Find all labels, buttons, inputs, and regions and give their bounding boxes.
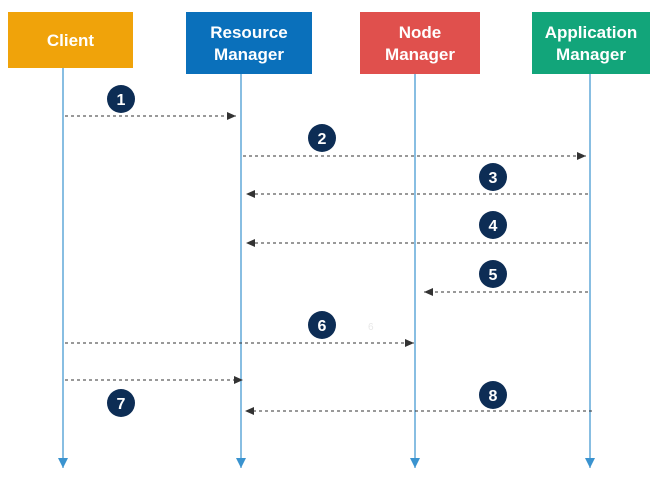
message-3: 3 [246, 163, 588, 198]
step-badge [479, 163, 507, 191]
step-number: 3 [489, 170, 498, 187]
actor-client: Client [8, 12, 133, 68]
actor-box [532, 12, 650, 74]
step-number: 7 [117, 396, 126, 413]
step-badge [479, 211, 507, 239]
step-number: 4 [489, 218, 498, 235]
actor-box [8, 12, 133, 68]
actor-label: Manager [556, 45, 626, 64]
step-badge [107, 389, 135, 417]
message-5: 5 [424, 260, 588, 296]
message-6: 6 [65, 311, 414, 347]
message-7: 7 [65, 376, 243, 417]
message-1: 1 [65, 85, 236, 120]
step-number: 5 [489, 267, 498, 284]
step-badge [308, 311, 336, 339]
step-number: 8 [489, 388, 498, 405]
actor-box [186, 12, 312, 74]
step-badge [479, 260, 507, 288]
step-badge [107, 85, 135, 113]
faint-mark: 6 [368, 322, 374, 333]
actor-label: Manager [385, 45, 455, 64]
actor-box [360, 12, 480, 74]
actor-label: Manager [214, 45, 284, 64]
step-badge [308, 124, 336, 152]
actor-label: Node [399, 23, 442, 42]
step-number: 6 [318, 318, 327, 335]
message-4: 4 [246, 211, 588, 247]
actor-label: Resource [210, 23, 287, 42]
step-badge [479, 381, 507, 409]
actor-label: Client [47, 31, 95, 50]
step-number: 1 [117, 92, 126, 109]
message-2: 2 [243, 124, 586, 160]
message-8: 8 [245, 381, 592, 415]
actor-label: Application [545, 23, 638, 42]
step-number: 2 [318, 131, 327, 148]
